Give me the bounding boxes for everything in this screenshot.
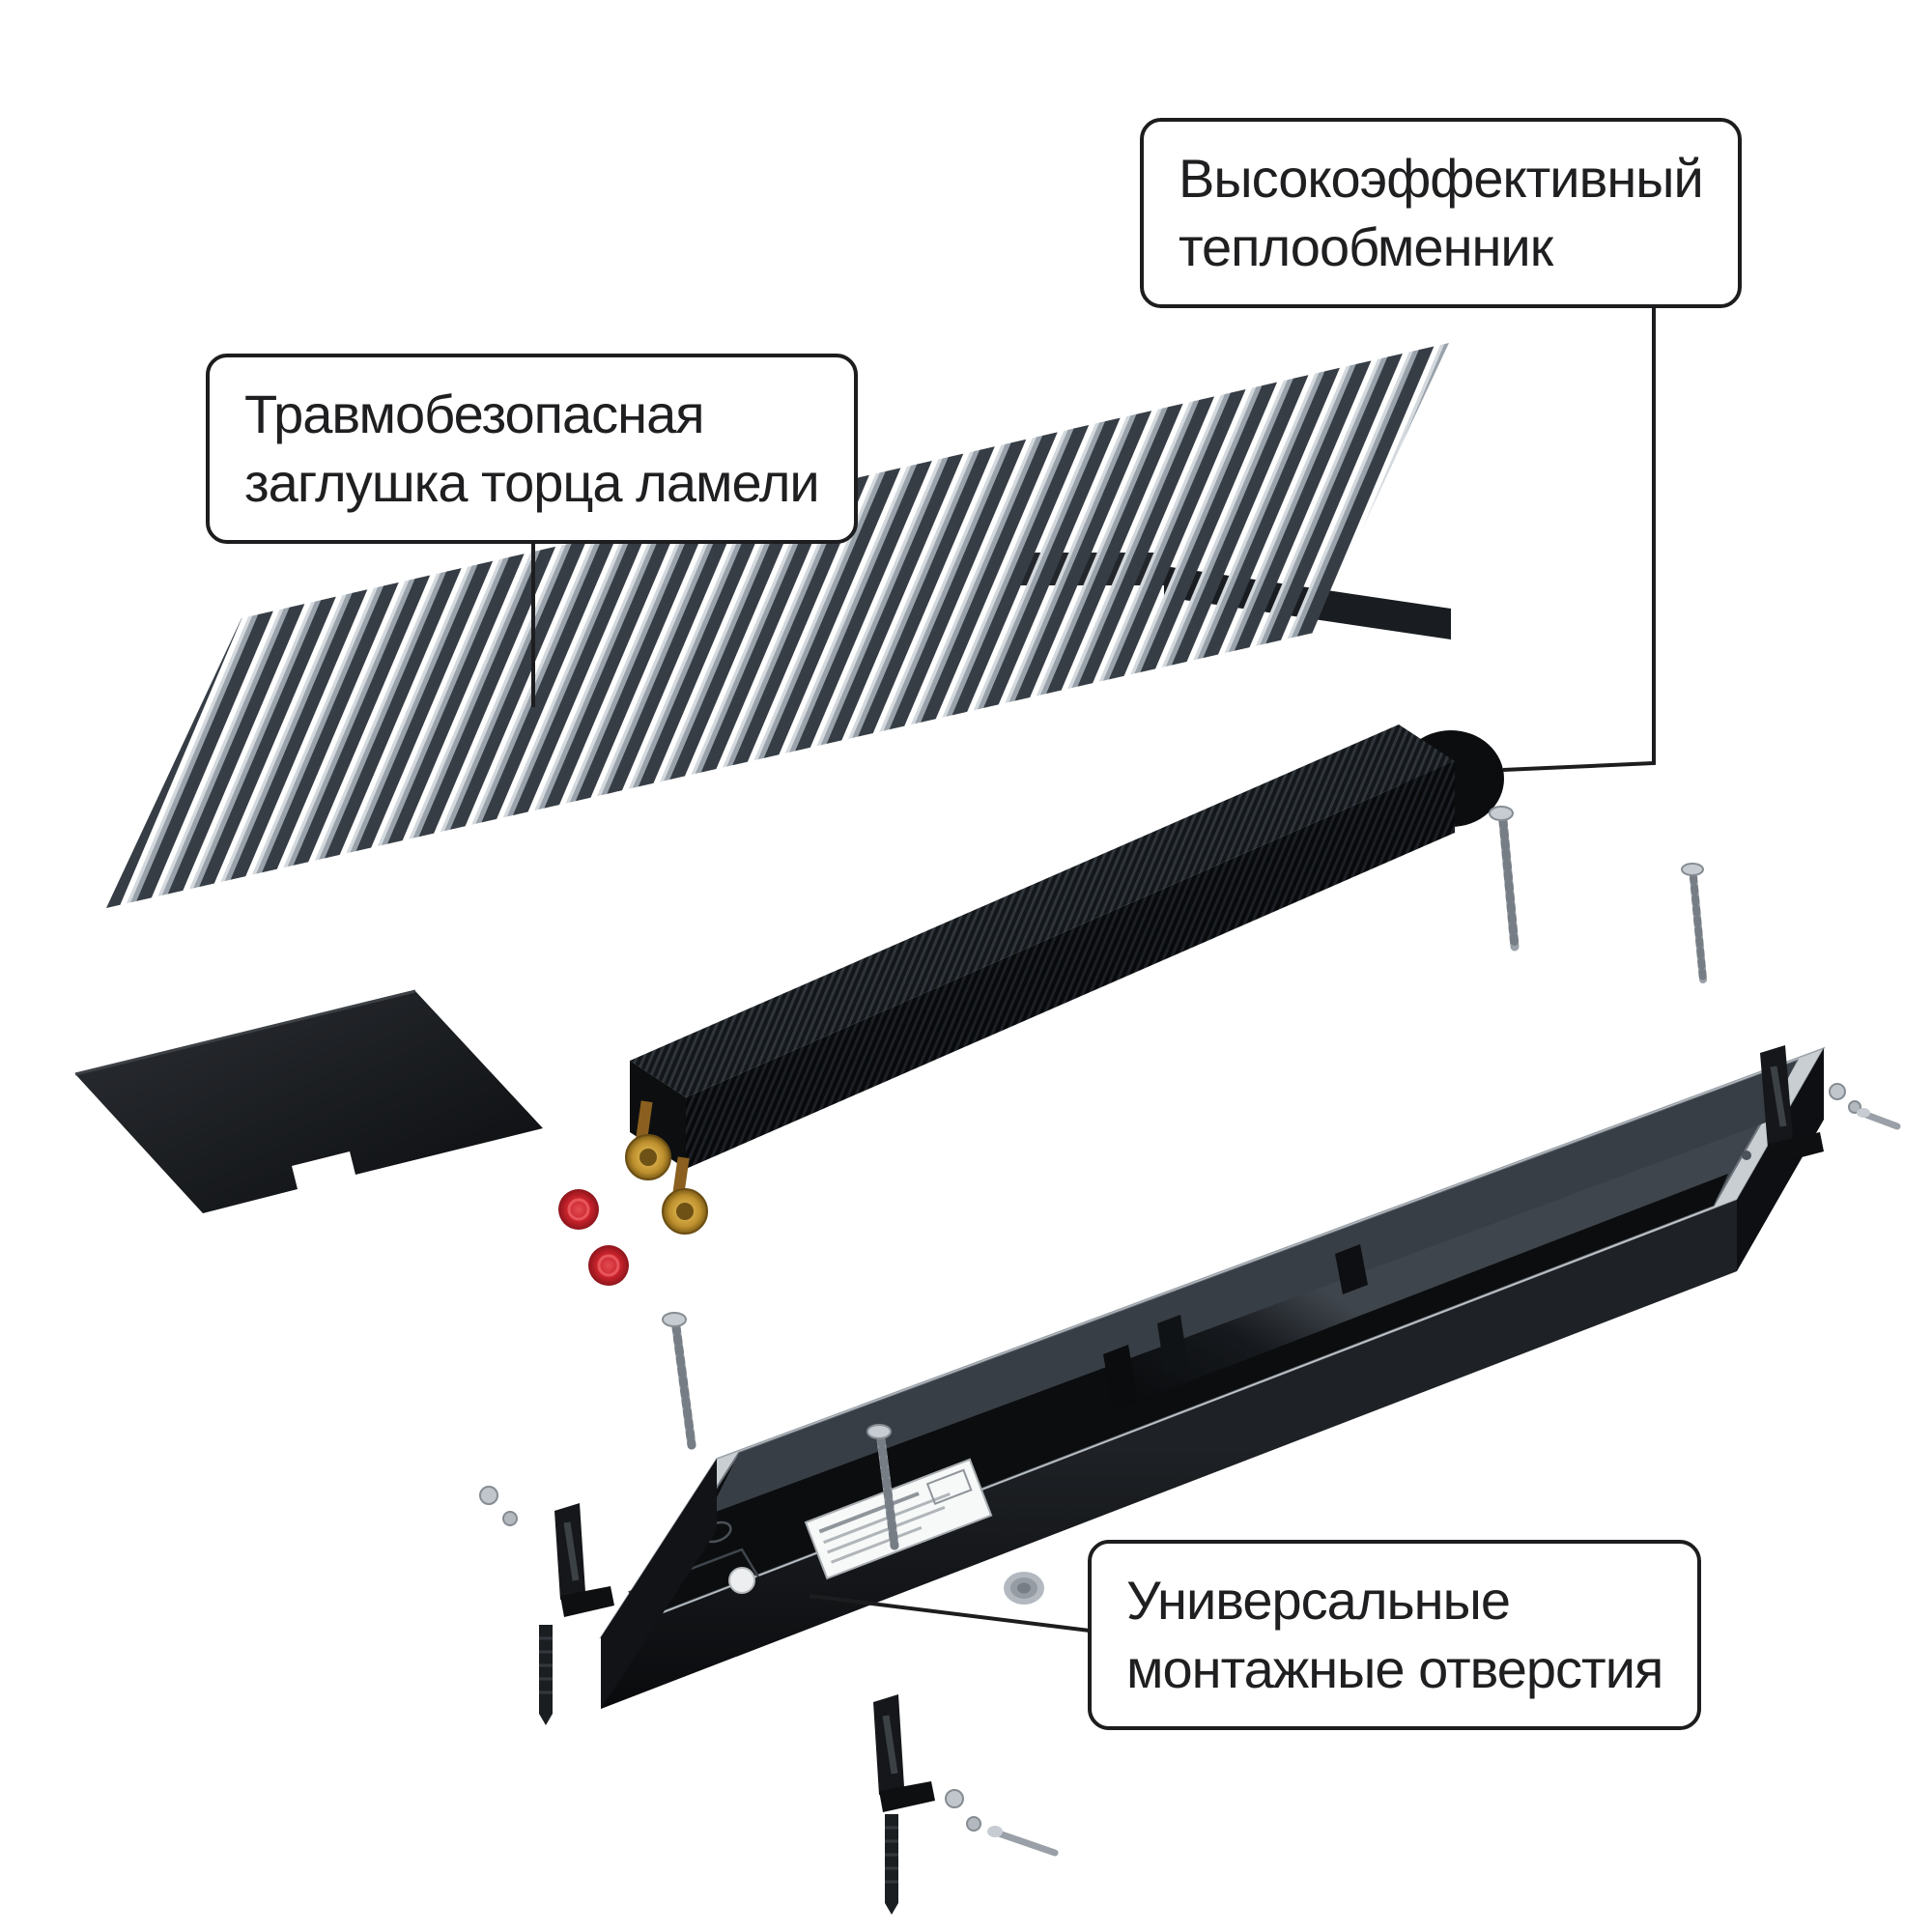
casing-trench-box [599, 1046, 1826, 1709]
fins-top-face [630, 724, 1455, 1097]
callout-heat-exchanger-line2: теплообменник [1179, 215, 1553, 277]
casing-left-wall [601, 1459, 717, 1709]
leader-lines [531, 290, 1656, 1633]
callout-heat-exchanger-line1: Высокоэффективный [1179, 148, 1704, 209]
exchanger-end-face [630, 1061, 686, 1169]
roller-grille [106, 343, 1449, 908]
washer [966, 1816, 981, 1832]
callout-mounting-line2: монтажные отверстия [1126, 1637, 1663, 1699]
casing-back-wall [708, 1061, 1797, 1515]
bolt [1862, 1111, 1901, 1130]
callout-mounting-line1: Универсальные [1126, 1570, 1511, 1631]
washer [1848, 1100, 1861, 1114]
brass-valve-connections [625, 1100, 708, 1235]
screw [1489, 806, 1520, 952]
callout-heat-exchanger: Высокоэффективный теплообменник [1140, 118, 1742, 309]
screw [1681, 863, 1707, 983]
screw [867, 1424, 899, 1550]
leader-line-heat-exchanger [1502, 290, 1656, 772]
callout-lamella-end-cap: Травмобезопасная заглушка торца ламели [206, 354, 858, 545]
center-tab [1335, 1244, 1368, 1294]
leader-line-mounting [809, 1594, 1091, 1633]
mounting-hardware [479, 1045, 1901, 1915]
rim-hole [1742, 1151, 1751, 1160]
washer [945, 1789, 964, 1808]
callout-mounting-holes: Универсальные монтажные отверстия [1088, 1540, 1702, 1731]
lamella-end-cap-plate [74, 989, 543, 1213]
center-tab [1157, 1315, 1188, 1375]
mounting-screws [662, 806, 1707, 1550]
bracket [1760, 1045, 1824, 1165]
washer [1829, 1083, 1846, 1100]
drain-plug [1004, 1572, 1044, 1605]
washer [479, 1486, 498, 1505]
grille-slats [106, 343, 1449, 908]
bracket [873, 1694, 935, 1812]
bolt-head [1857, 1108, 1870, 1118]
bolt [995, 1830, 1059, 1857]
fins-front-face [686, 761, 1455, 1169]
callout-lamella-line2: заглушка торца ламели [244, 451, 820, 513]
red-protection-caps [558, 1189, 629, 1286]
screw [662, 1312, 696, 1450]
bolt-head [987, 1826, 1003, 1837]
anchor-bolt [539, 1625, 553, 1725]
certification-mark [728, 1567, 755, 1594]
washer [502, 1511, 518, 1526]
bracket [554, 1503, 614, 1617]
callout-lamella-line1: Травмобезопасная [244, 384, 705, 444]
casing-front-wall [601, 1200, 1737, 1709]
finned-heat-exchanger [558, 724, 1504, 1286]
center-tab [1103, 1345, 1138, 1410]
anchor-bolt [885, 1814, 898, 1915]
